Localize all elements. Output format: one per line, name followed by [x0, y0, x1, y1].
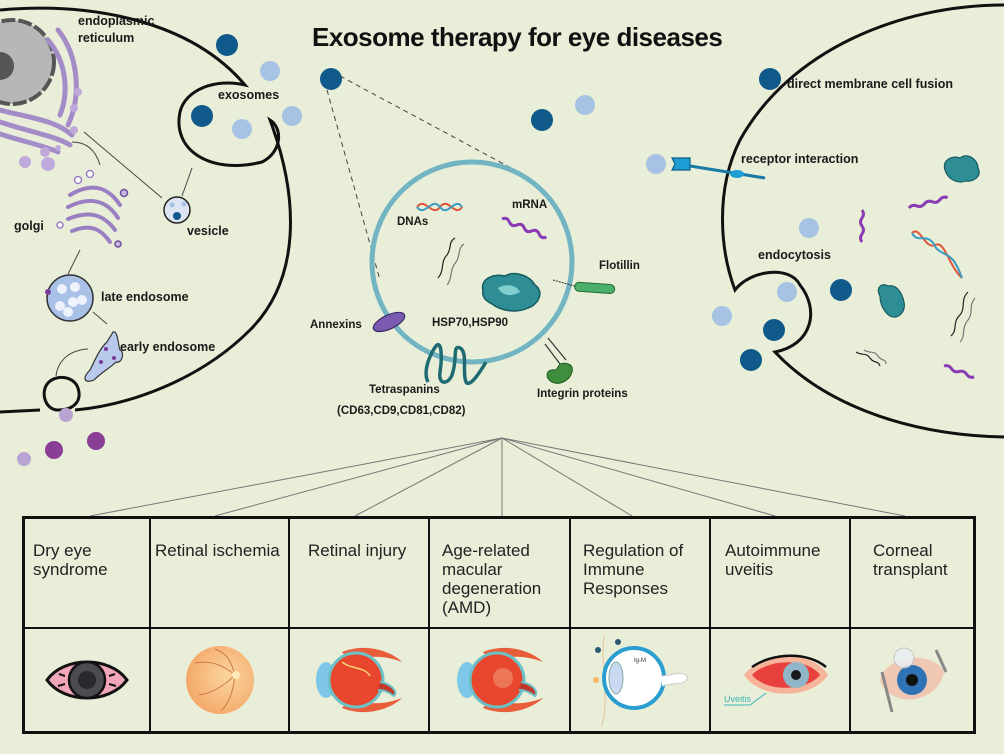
disease-cell: Corneal transplant	[851, 519, 973, 627]
disease-icon-row: Ig-M Uveitis	[25, 629, 973, 731]
dna-icon	[416, 202, 463, 212]
label-exosomes: exosomes	[218, 88, 280, 102]
pathway-arrows	[55, 131, 193, 377]
disease-name: Retinal ischemia	[155, 541, 280, 560]
label-golgi: golgi	[14, 219, 44, 233]
protein-icon	[877, 284, 905, 318]
disease-cell: Age-related macular degeneration (AMD)	[430, 519, 571, 627]
label-receptor-interaction: receptor interaction	[741, 152, 859, 166]
label-vesicle: vesicle	[187, 224, 229, 238]
integrin-icon	[544, 337, 573, 384]
label-tetraspanins-list: (CD63,CD9,CD81,CD82)	[337, 405, 466, 417]
immune-eye-diagram-icon: Ig-M	[571, 629, 711, 731]
nucleus-icon	[0, 18, 56, 106]
uveitis-caption: Uveitis	[724, 694, 752, 704]
rna-strands-icon	[437, 237, 465, 286]
late-endosome-icon	[45, 274, 94, 322]
early-endosome-icon	[84, 331, 124, 382]
label-direct-membrane-fusion: direct membrane cell fusion	[787, 77, 954, 91]
exosome-membrane	[369, 159, 575, 365]
recipient-cell-membrane	[721, 3, 1004, 439]
label-endocytosis: endocytosis	[758, 248, 831, 262]
disease-cell: Retinal injury	[290, 519, 430, 627]
disease-name: Regulation of Immune Responses	[583, 541, 684, 598]
rna-strands-icon	[855, 291, 976, 367]
label-endoplasmic-reticulum-2: reticulum	[78, 31, 135, 45]
flotillin-icon	[552, 279, 616, 294]
disease-cell: Dry eye syndrome	[25, 519, 151, 627]
annexin-icon	[372, 311, 406, 333]
mrna-icon	[859, 195, 975, 379]
golgi-icon	[56, 169, 129, 248]
tetraspanin-icon	[424, 343, 488, 386]
protein-icon	[943, 155, 980, 183]
red-eye-icon: Uveitis	[711, 629, 851, 731]
disease-cell: Autoimmune uveitis	[711, 519, 851, 627]
eye-cross-section-icon	[290, 629, 430, 731]
donor-cell-membrane	[0, 6, 292, 414]
label-dnas: DNAs	[397, 216, 429, 228]
connector-lines	[89, 437, 906, 517]
label-early-endosome: early endosome	[120, 340, 216, 354]
disease-name: Dry eye syndrome	[33, 541, 108, 579]
retina-fundus-icon	[151, 629, 290, 731]
disease-cell: Retinal ischemia	[151, 519, 290, 627]
disease-name: Autoimmune uveitis	[725, 541, 821, 579]
mrna-icon	[501, 216, 548, 240]
exosome-particles	[17, 34, 852, 466]
dry-eye-icon	[25, 629, 151, 731]
label-flotillin: Flotillin	[599, 260, 640, 272]
label-hsp: HSP70,HSP90	[432, 317, 509, 329]
diagram-title: Exosome therapy for eye diseases	[312, 22, 723, 52]
disease-table: Dry eye syndrome Retinal ischemia Retina…	[22, 516, 976, 734]
label-mrna: mRNA	[512, 199, 548, 211]
label-endoplasmic-reticulum: endoplasmic	[78, 14, 155, 28]
disease-name: Corneal transplant	[873, 541, 948, 579]
endoplasmic-reticulum-icon	[0, 27, 82, 171]
amd-eye-cross-section-icon	[430, 629, 571, 731]
vesicle-icon	[163, 196, 191, 224]
disease-name: Age-related macular degeneration (AMD)	[442, 541, 542, 617]
label-late-endosome: late endosome	[101, 290, 189, 304]
disease-cell: Regulation of Immune Responses	[571, 519, 711, 627]
label-tetraspanins: Tetraspanins	[369, 384, 440, 396]
label-annexins: Annexins	[310, 319, 362, 331]
receptor-icon	[671, 157, 766, 180]
disease-name: Retinal injury	[308, 541, 407, 560]
dna-icon	[911, 230, 963, 279]
corneal-transplant-icon	[851, 629, 973, 731]
label-integrin: Integrin proteins	[537, 388, 628, 400]
disease-name-row: Dry eye syndrome Retinal ischemia Retina…	[25, 519, 973, 629]
svg-text:Ig-M: Ig-M	[634, 658, 646, 664]
